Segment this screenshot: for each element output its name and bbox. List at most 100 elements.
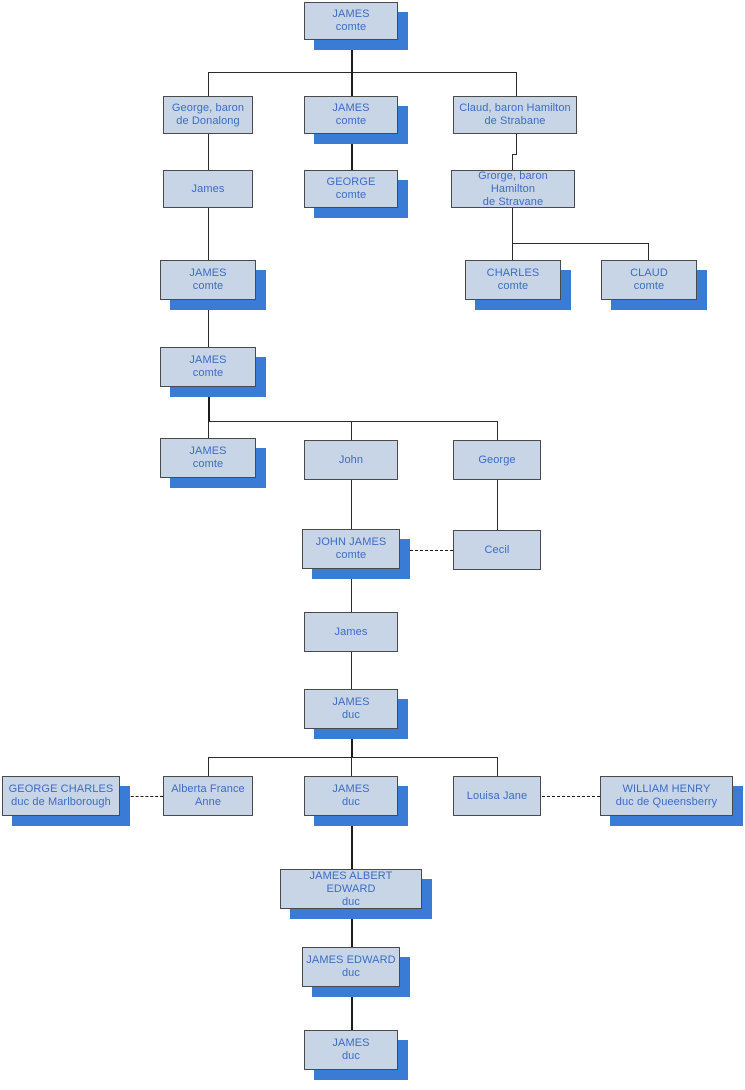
connector-gen1-drop-claud: [516, 72, 517, 96]
person-name: Grorge, baron Hamilton: [478, 169, 548, 195]
connector-gen3-drop-charles: [512, 243, 513, 260]
connector-marriage-marlborough: [121, 796, 163, 797]
connector-marriage-queensberry: [542, 796, 600, 797]
connector-gen5-drop-john: [351, 421, 352, 440]
person-title: comte: [497, 280, 529, 292]
person-name: Louisa Jane: [466, 789, 528, 802]
person-name: James: [334, 625, 368, 638]
node-box[interactable]: Louisa Jane: [453, 776, 541, 816]
connector-james8-to-james11: [208, 300, 209, 347]
person-name: John: [338, 453, 364, 466]
connector-george-to-james: [208, 134, 209, 170]
person-title: comte: [335, 189, 367, 201]
person-name: Alberta France: [171, 783, 245, 795]
person-node[interactable]: James: [163, 170, 253, 208]
person-title: comte: [192, 367, 224, 379]
node-box[interactable]: Cecil: [453, 530, 541, 570]
connector-gen8-drop-louisa: [497, 757, 498, 776]
person-title: duc: [341, 1050, 361, 1062]
person-node[interactable]: Louisa Jane: [453, 776, 541, 816]
person-name: JAMES: [189, 445, 227, 457]
person-title: comte: [335, 115, 367, 127]
person-name: CHARLES: [486, 267, 540, 279]
person-name: JAMES: [189, 354, 227, 366]
person-name: WILLIAM HENRY: [622, 783, 711, 795]
person-node[interactable]: George: [453, 440, 541, 480]
connector-root-stem: [351, 40, 353, 72]
node-box[interactable]: James: [304, 612, 398, 652]
person-title: de Stravane: [482, 195, 544, 208]
connector-gen5-drop-james: [208, 421, 209, 438]
person-node[interactable]: James: [304, 612, 398, 652]
connector-gen1-drop-george: [208, 72, 209, 96]
connector-gen5-bus: [208, 421, 498, 422]
node-box[interactable]: George: [453, 440, 541, 480]
person-name: GEORGE: [326, 176, 376, 188]
person-name: George, baron: [171, 102, 245, 114]
person-name: JOHN JAMES: [315, 536, 387, 548]
connector-claud-to-grorge-b: [512, 154, 513, 170]
person-title: comte: [633, 280, 665, 292]
person-title: duc: [341, 895, 361, 908]
person-title: de Strabane: [484, 115, 546, 127]
person-title: de Donalong: [176, 115, 240, 127]
person-name: JAMES: [332, 696, 370, 708]
node-box[interactable]: John: [304, 440, 398, 480]
connector-gen1-bus: [208, 72, 517, 73]
connector-albert-to-edward: [351, 909, 353, 947]
person-node[interactable]: John: [304, 440, 398, 480]
person-title: duc: [341, 709, 361, 721]
person-name: JAMES ALBERT EDWARD: [309, 869, 393, 895]
person-name: JAMES: [332, 8, 370, 20]
person-title: duc: [341, 796, 361, 808]
node-box[interactable]: James: [163, 170, 253, 208]
person-name: JAMES EDWARD: [306, 954, 396, 966]
person-title: comte: [192, 280, 224, 292]
person-node[interactable]: Cecil: [453, 530, 541, 570]
person-name: George: [478, 453, 516, 466]
person-name: CLAUD: [630, 267, 668, 279]
person-title: comte: [335, 21, 367, 33]
person-title: Anne: [194, 796, 222, 808]
